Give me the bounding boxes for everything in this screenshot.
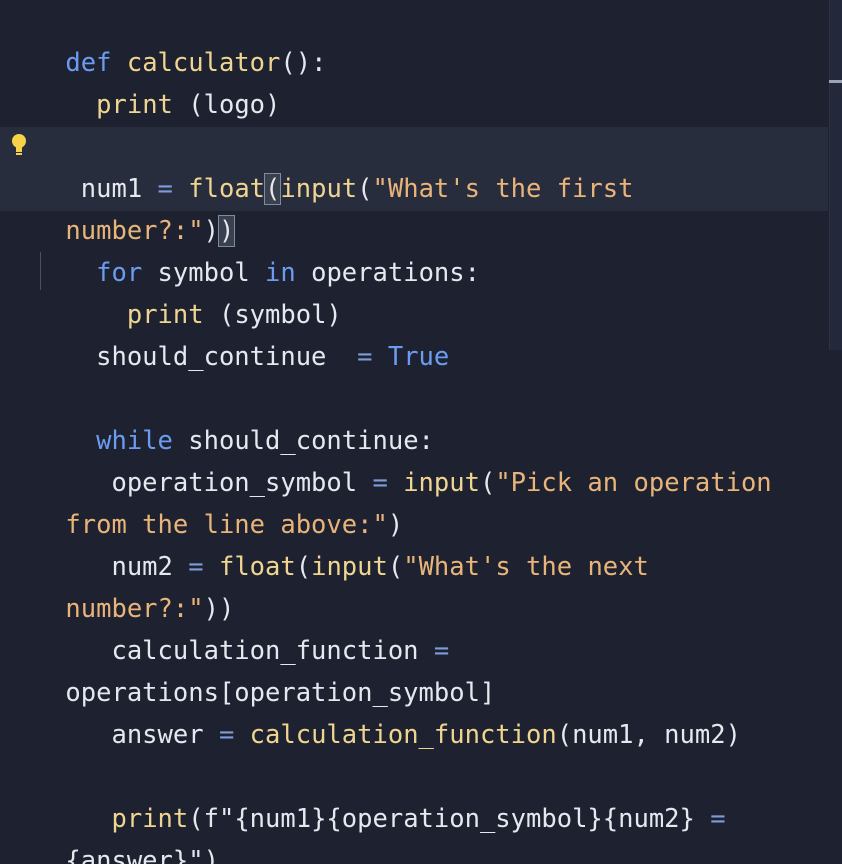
code-line[interactable]: [4, 84, 65, 126]
fstring-token: {answer}": [65, 846, 204, 864]
code-line[interactable]: def calculator():: [65, 48, 327, 78]
code-line[interactable]: print(f"{num1}{operation_symbol}{num2} =: [111, 804, 726, 834]
code-line[interactable]: answer = calculation_function(num1, num2…: [65, 720, 741, 750]
string-token: "Pick an operation: [495, 468, 772, 498]
function-name-token: calculation_function: [249, 720, 557, 750]
code-line[interactable]: {answer}"): [4, 798, 219, 864]
lightbulb-icon[interactable]: [7, 131, 31, 161]
indent-guide: [40, 252, 41, 290]
code-line[interactable]: print (symbol): [126, 300, 342, 330]
string-token: "What's the first: [372, 174, 634, 204]
function-name-token: calculator: [126, 48, 281, 78]
string-token: number?:": [65, 594, 204, 624]
keyword-token: in: [265, 258, 296, 288]
builtin-token: input: [403, 468, 480, 498]
builtin-token: print: [126, 300, 204, 330]
code-line[interactable]: operation_symbol = input("Pick an operat…: [65, 468, 772, 498]
code-line[interactable]: while should_continue:: [96, 426, 434, 456]
string-token: number?:": [65, 216, 204, 246]
builtin-token: float: [188, 174, 266, 204]
builtin-token: input: [311, 552, 388, 582]
code-line[interactable]: should_continue = True: [65, 342, 450, 372]
builtin-token: float: [218, 552, 296, 582]
builtin-token: print: [111, 804, 189, 834]
matched-bracket: ): [217, 215, 236, 247]
builtin-token: input: [280, 174, 358, 204]
code-line[interactable]: calculation_function =: [65, 636, 450, 666]
code-line[interactable]: print (logo): [96, 90, 281, 120]
keyword-token: while: [96, 426, 173, 456]
overview-ruler-marker: [829, 80, 842, 83]
matched-bracket: (: [264, 173, 282, 205]
current-line-highlight: [0, 127, 828, 211]
keyword-token: for: [96, 258, 143, 288]
constant-token: True: [387, 342, 450, 372]
string-token: from the line above:": [65, 510, 388, 540]
vertical-scrollbar-thumb[interactable]: [829, 0, 842, 350]
code-line[interactable]: from the line above:"): [65, 510, 404, 540]
code-line[interactable]: [4, 714, 65, 756]
code-line[interactable]: operations[operation_symbol]: [65, 678, 496, 708]
string-token: "What's the next: [403, 552, 649, 582]
code-line[interactable]: [4, 336, 65, 378]
code-line[interactable]: for symbol in operations:: [96, 258, 480, 288]
fstring-token: f"{num1}{operation_symbol}{num2}: [203, 804, 711, 834]
code-line[interactable]: num2 = float(input("What's the next: [65, 552, 649, 582]
code-line[interactable]: num1 = float(input("What's the first: [80, 173, 634, 205]
builtin-token: print: [96, 90, 173, 120]
keyword-token: def: [65, 48, 112, 78]
code-line[interactable]: number?:")): [65, 594, 235, 624]
code-line[interactable]: number?:")): [65, 215, 236, 247]
